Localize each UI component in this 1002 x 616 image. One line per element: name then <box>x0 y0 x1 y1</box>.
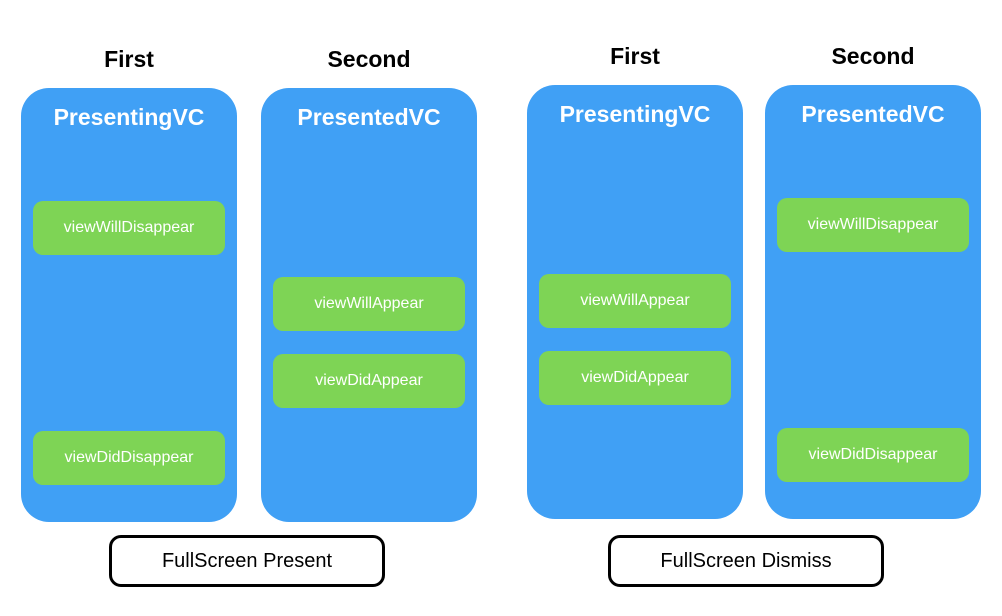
event-view-did-appear: viewDidAppear <box>273 354 465 408</box>
column-heading-present-first: First <box>104 46 154 72</box>
panel-title: PresentingVC <box>559 101 711 127</box>
column-heading-present-second: Second <box>327 46 411 72</box>
presented-vc-panel-dismiss: PresentedVC viewWillDisappear viewDidDis… <box>765 85 981 519</box>
presenting-vc-panel-present: PresentingVC viewWillDisappear viewDidDi… <box>21 88 237 522</box>
column-heading-dismiss-second: Second <box>831 43 915 69</box>
event-view-will-appear: viewWillAppear <box>273 277 465 331</box>
panel-title: PresentedVC <box>801 101 945 127</box>
column-heading-dismiss-first: First <box>610 43 660 69</box>
presented-vc-panel-present: PresentedVC viewWillAppear viewDidAppear <box>261 88 477 522</box>
event-view-did-appear: viewDidAppear <box>539 351 731 405</box>
event-view-did-disappear: viewDidDisappear <box>777 428 969 482</box>
event-view-did-disappear: viewDidDisappear <box>33 431 225 485</box>
event-view-will-disappear: viewWillDisappear <box>33 201 225 255</box>
event-view-will-appear: viewWillAppear <box>539 274 731 328</box>
caption-fullscreen-dismiss: FullScreen Dismiss <box>608 535 884 587</box>
panel-title: PresentedVC <box>297 104 441 130</box>
event-view-will-disappear: viewWillDisappear <box>777 198 969 252</box>
caption-fullscreen-present: FullScreen Present <box>109 535 385 587</box>
presenting-vc-panel-dismiss: PresentingVC viewWillAppear viewDidAppea… <box>527 85 743 519</box>
panel-title: PresentingVC <box>53 104 205 130</box>
